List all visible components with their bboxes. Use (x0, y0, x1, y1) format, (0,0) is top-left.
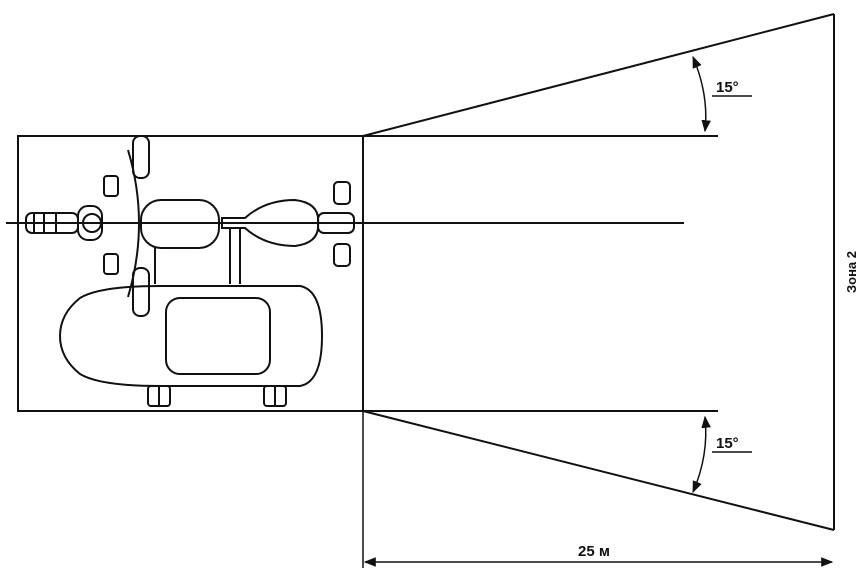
zone-bottom-diverging-edge (362, 410, 835, 531)
distance-label: 25 м (578, 543, 610, 560)
zone-label: Зона 2 (844, 251, 859, 293)
motorcycle-with-sidecar-icon (25, 135, 355, 407)
vehicle-outline-box (17, 135, 364, 412)
angle-arc-top (692, 55, 711, 133)
angle-label-bottom: 15° (716, 435, 739, 452)
angle-label-top: 15° (716, 79, 739, 96)
zone-top-diverging-edge (362, 13, 835, 137)
angle-arc-bottom (692, 415, 711, 494)
